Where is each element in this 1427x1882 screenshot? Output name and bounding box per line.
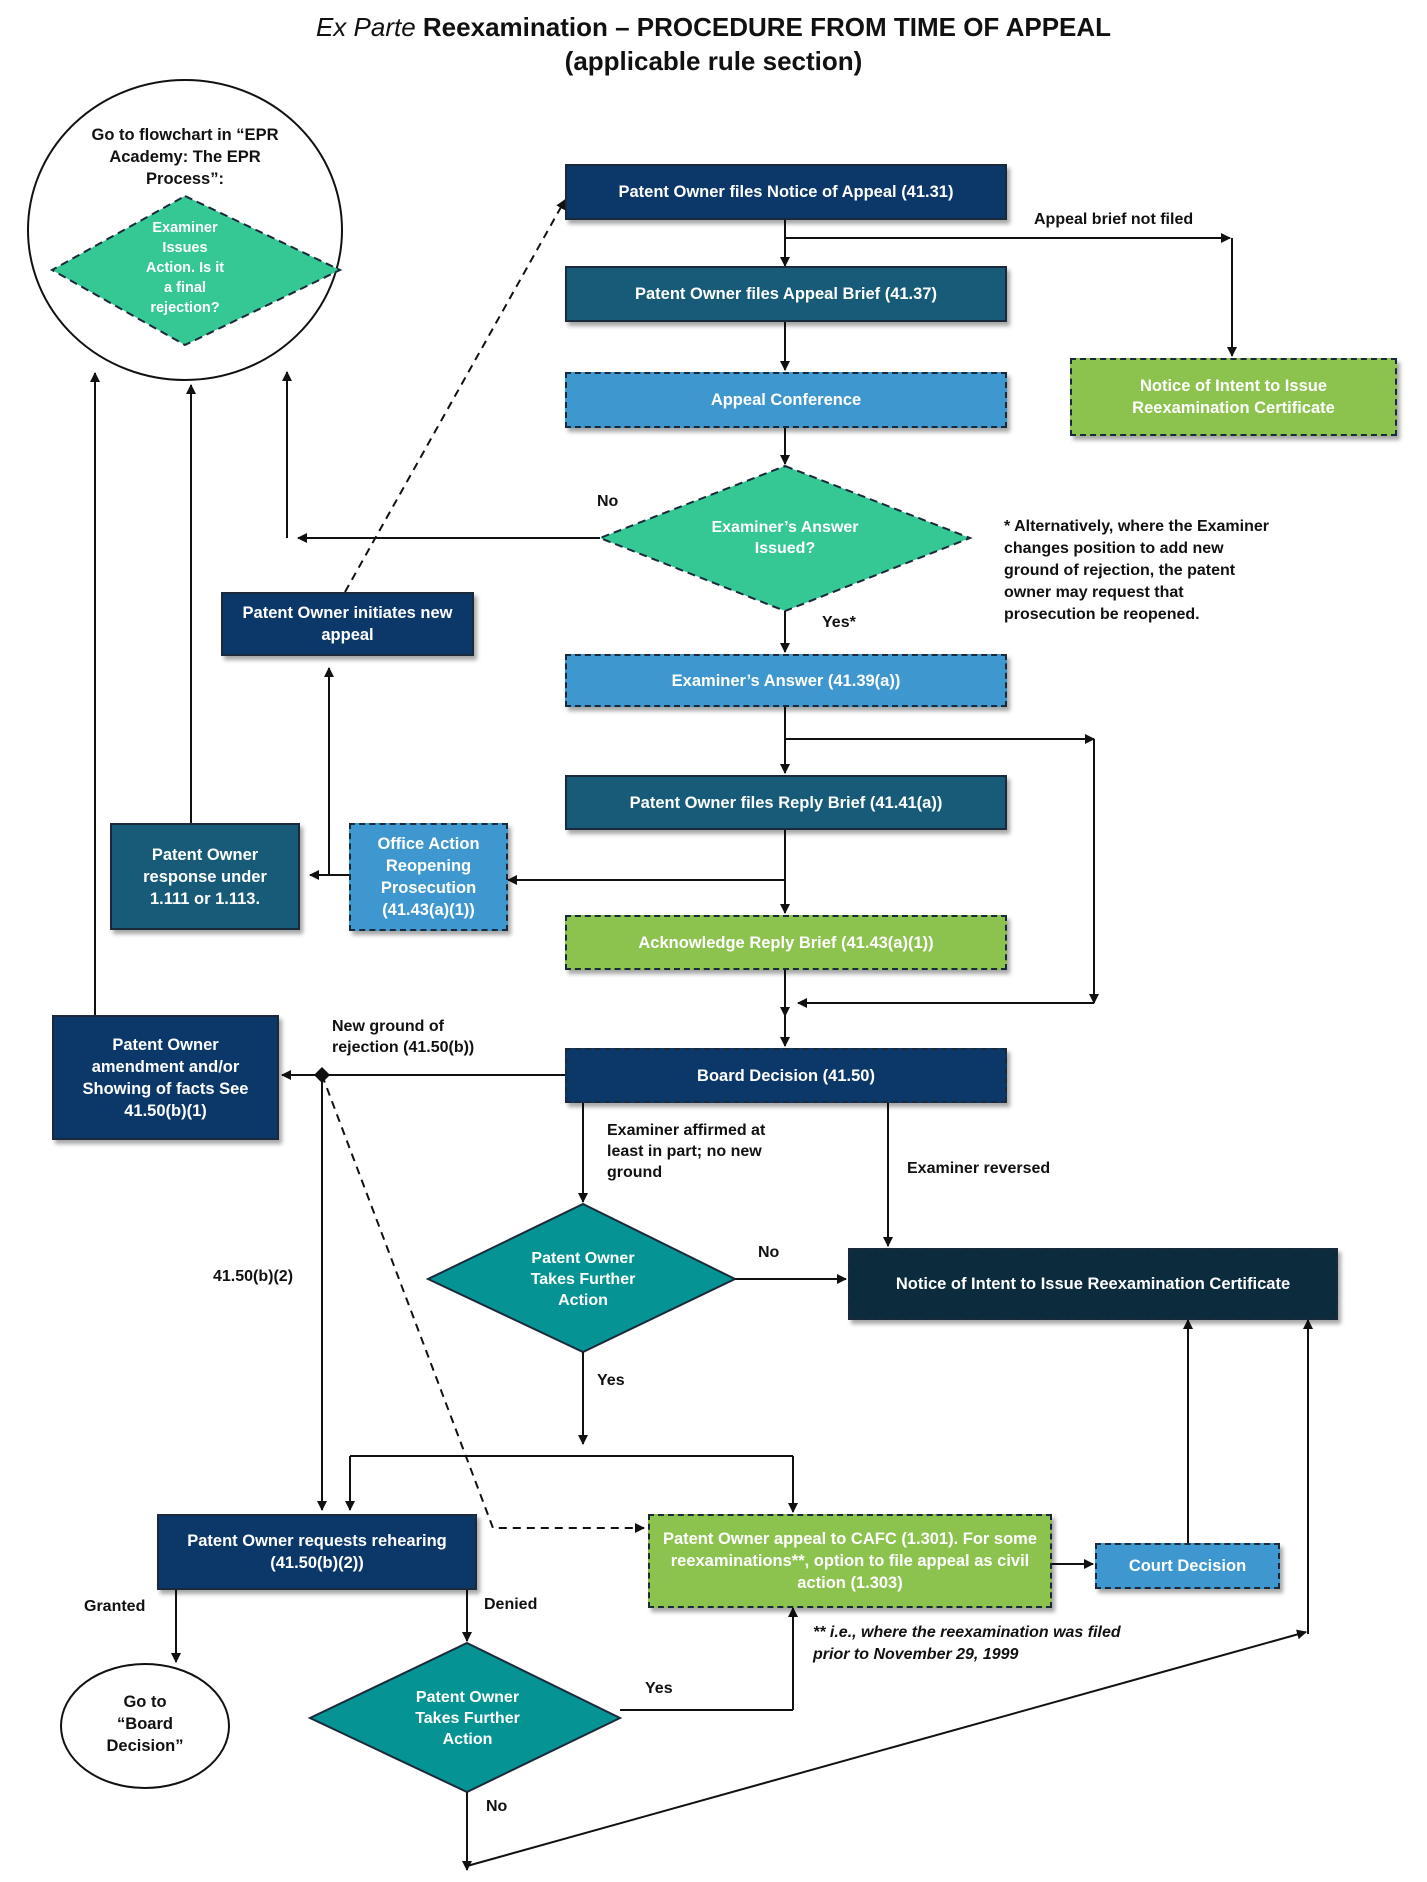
diamond-final-rejection: Examiner Issues Action. Is it a final re… xyxy=(145,219,225,316)
label-granted: Granted xyxy=(84,1598,146,1615)
label-41-50-b-2: 41.50(b)(2) xyxy=(213,1268,294,1285)
title-italic: Ex Parte xyxy=(315,12,416,42)
label-reversed: Examiner reversed xyxy=(907,1160,1051,1177)
diamond-further-action-1: Patent Owner Takes Further Action xyxy=(530,1249,636,1309)
circle-bottom-shape xyxy=(60,1663,230,1789)
reply-brief-box: Patent Owner files Reply Brief (41.41(a)… xyxy=(565,775,1007,830)
label-yes-2: Yes xyxy=(645,1680,673,1697)
label-yes-star: Yes* xyxy=(822,614,856,631)
note-footnote: ** i.e., where the reexamination was fil… xyxy=(813,1624,1121,1663)
notice-intent-bottom-box: Notice of Intent to Issue Reexamination … xyxy=(848,1248,1338,1320)
examiners-answer-box: Examiner’s Answer (41.39(a)) xyxy=(565,654,1007,707)
rehearing-box: Patent Owner requests rehearing (41.50(b… xyxy=(157,1514,477,1590)
label-yes-1: Yes xyxy=(597,1372,625,1389)
diamond-further-action-2: Patent Owner Takes Further Action xyxy=(415,1688,520,1748)
board-decision-box: Board Decision (41.50) xyxy=(565,1048,1007,1103)
title-rest: Reexamination – PROCEDURE FROM TIME OF A… xyxy=(422,12,1112,42)
junction-diamond xyxy=(314,1067,330,1083)
office-action-reopening-box: Office Action Reopening Prosecution (41.… xyxy=(349,823,508,931)
label-appeal-brief-not-filed: Appeal brief not filed xyxy=(1034,211,1194,228)
cafc-appeal-box: Patent Owner appeal to CAFC (1.301). For… xyxy=(648,1514,1052,1608)
label-no-1: No xyxy=(597,493,619,510)
notice-intent-top-box: Notice of Intent to Issue Reexamination … xyxy=(1070,358,1397,436)
diamond-answer-issued: Examiner’s Answer Issued? xyxy=(711,519,859,557)
circle-bottom-text: Go to “Board Decision” xyxy=(106,1693,184,1755)
label-no-3: No xyxy=(486,1798,508,1815)
label-new-ground: New ground of rejection (41.50(b)) xyxy=(332,1018,475,1056)
acknowledge-reply-box: Acknowledge Reply Brief (41.43(a)(1)) xyxy=(565,915,1007,970)
initiates-new-appeal-box: Patent Owner initiates new appeal xyxy=(221,592,474,656)
owner-response-box: Patent Owner response under 1.111 or 1.1… xyxy=(110,823,300,930)
amendment-showing-box: Patent Owner amendment and/or Showing of… xyxy=(52,1015,279,1140)
appeal-conference-box: Appeal Conference xyxy=(565,372,1007,428)
page-subtitle: (applicable rule section) xyxy=(564,46,863,76)
note-alternative: * Alternatively, where the Examiner chan… xyxy=(1004,518,1269,623)
circle-top-text: Go to flowchart in “EPR Academy: The EPR… xyxy=(91,126,279,188)
court-decision-box: Court Decision xyxy=(1095,1543,1280,1589)
label-no-2: No xyxy=(758,1244,780,1261)
notice-of-appeal-box: Patent Owner files Notice of Appeal (41.… xyxy=(565,164,1007,220)
appeal-brief-box: Patent Owner files Appeal Brief (41.37) xyxy=(565,266,1007,322)
diamond-final-rejection-shape xyxy=(49,194,343,347)
label-denied: Denied xyxy=(484,1596,538,1613)
page-title: Ex Parte Reexamination – PROCEDURE FROM … xyxy=(0,12,1427,43)
label-affirmed: Examiner affirmed at least in part; no n… xyxy=(607,1122,766,1181)
